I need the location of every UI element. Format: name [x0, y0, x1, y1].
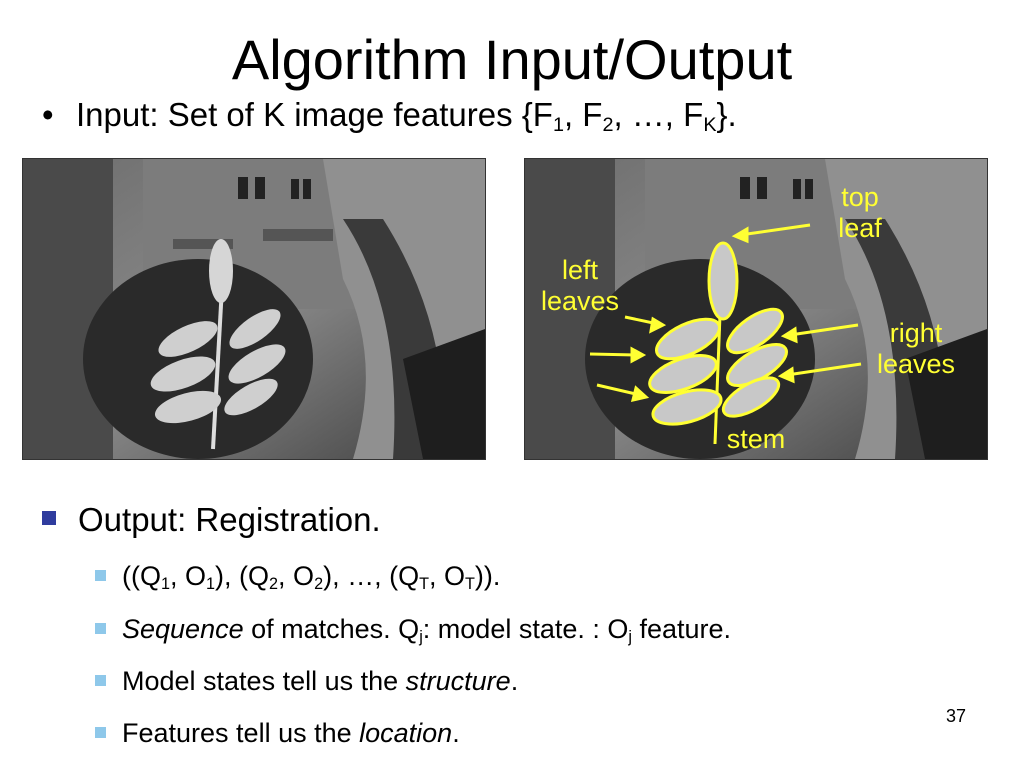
square-bullet-icon	[95, 570, 106, 581]
subscript: 1	[552, 113, 564, 136]
subscript: T	[464, 575, 475, 594]
text: , O	[428, 561, 465, 591]
subscript: 1	[206, 575, 216, 594]
square-bullet-icon	[95, 623, 106, 634]
input-text: Input: Set of K image features {F	[76, 96, 553, 133]
input-text: }.	[716, 96, 737, 133]
text: ), (Q	[215, 561, 270, 591]
bullet-dot: •	[42, 96, 54, 133]
text: , O	[170, 561, 207, 591]
slide-title: Algorithm Input/Output	[231, 28, 793, 91]
sub-bullet-matches: ((Q1, O1), (Q2, O2), …, (QT, OT)).	[95, 558, 500, 594]
leaf-photo-original	[22, 158, 486, 460]
square-bullet-icon	[95, 675, 106, 686]
annotation-top-leaf: top leaf	[832, 182, 888, 244]
text: feature.	[632, 614, 732, 644]
output-text: Output: Registration.	[78, 501, 381, 538]
input-bullet: • Input: Set of K image features {F1, F2,…	[42, 93, 737, 137]
arrow-left-3	[596, 383, 641, 397]
leaf-photo-scene	[23, 159, 485, 459]
annotation-line: top	[841, 182, 879, 212]
annotation-line: left	[561, 255, 599, 285]
arrow-right-2	[786, 362, 862, 377]
sub-bullet-location: Features tell us the location.	[95, 715, 460, 751]
page-number: 37	[945, 706, 966, 726]
subscript: 2	[314, 575, 324, 594]
leaf-photo-annotated	[524, 158, 988, 460]
emphasis: Sequence	[122, 614, 244, 644]
annotation-line: leaf	[838, 213, 882, 243]
subscript: T	[419, 575, 429, 594]
text: Model states tell us the	[122, 666, 406, 696]
arrow-top-leaf	[739, 223, 811, 237]
annotation-left-leaves: left leaves	[529, 255, 631, 317]
arrow-left-2	[589, 352, 638, 357]
sub-bullet-structure: Model states tell us the structure.	[95, 663, 518, 699]
subscript: 1	[160, 575, 170, 594]
text: of matches. Q	[243, 614, 420, 644]
arrow-right-1	[789, 323, 859, 337]
output-bullet: Output: Registration.	[42, 498, 381, 542]
emphasis: location	[359, 718, 453, 748]
text: ), …, (Q	[323, 561, 420, 591]
annotation-right-leaves: right leaves	[866, 318, 966, 380]
leaf-left-3	[651, 388, 723, 426]
leaf-photo-annotated-scene	[525, 159, 987, 459]
leaf-left-2	[648, 354, 718, 394]
subscript: j	[628, 628, 632, 647]
leaf-right-1	[726, 307, 784, 355]
input-text: , …, F	[613, 96, 704, 133]
text: Features tell us the	[122, 718, 360, 748]
input-text: , F	[563, 96, 603, 133]
leaf-right-3	[721, 376, 781, 418]
sub-bullet-sequence: Sequence of matches. Qj: model state. : …	[95, 611, 731, 647]
subscript: j	[419, 628, 423, 647]
square-bullet-icon	[42, 511, 56, 525]
leaf-top	[707, 241, 739, 321]
subscript: 2	[269, 575, 279, 594]
annotation-line: right	[889, 318, 943, 348]
leaf-left-1	[655, 317, 721, 361]
annotation-stem: stem	[726, 424, 786, 454]
text: ((Q	[122, 561, 161, 591]
annotation-line: leaves	[540, 286, 620, 316]
text: , O	[278, 561, 315, 591]
emphasis: structure	[405, 666, 511, 696]
subscript: 2	[602, 113, 614, 136]
text: : model state. : O	[422, 614, 629, 644]
text: .	[510, 666, 519, 696]
text: )).	[474, 561, 501, 591]
text: .	[452, 718, 460, 748]
subscript: K	[703, 113, 717, 136]
square-bullet-icon	[95, 727, 106, 738]
annotation-line: leaves	[876, 349, 956, 379]
